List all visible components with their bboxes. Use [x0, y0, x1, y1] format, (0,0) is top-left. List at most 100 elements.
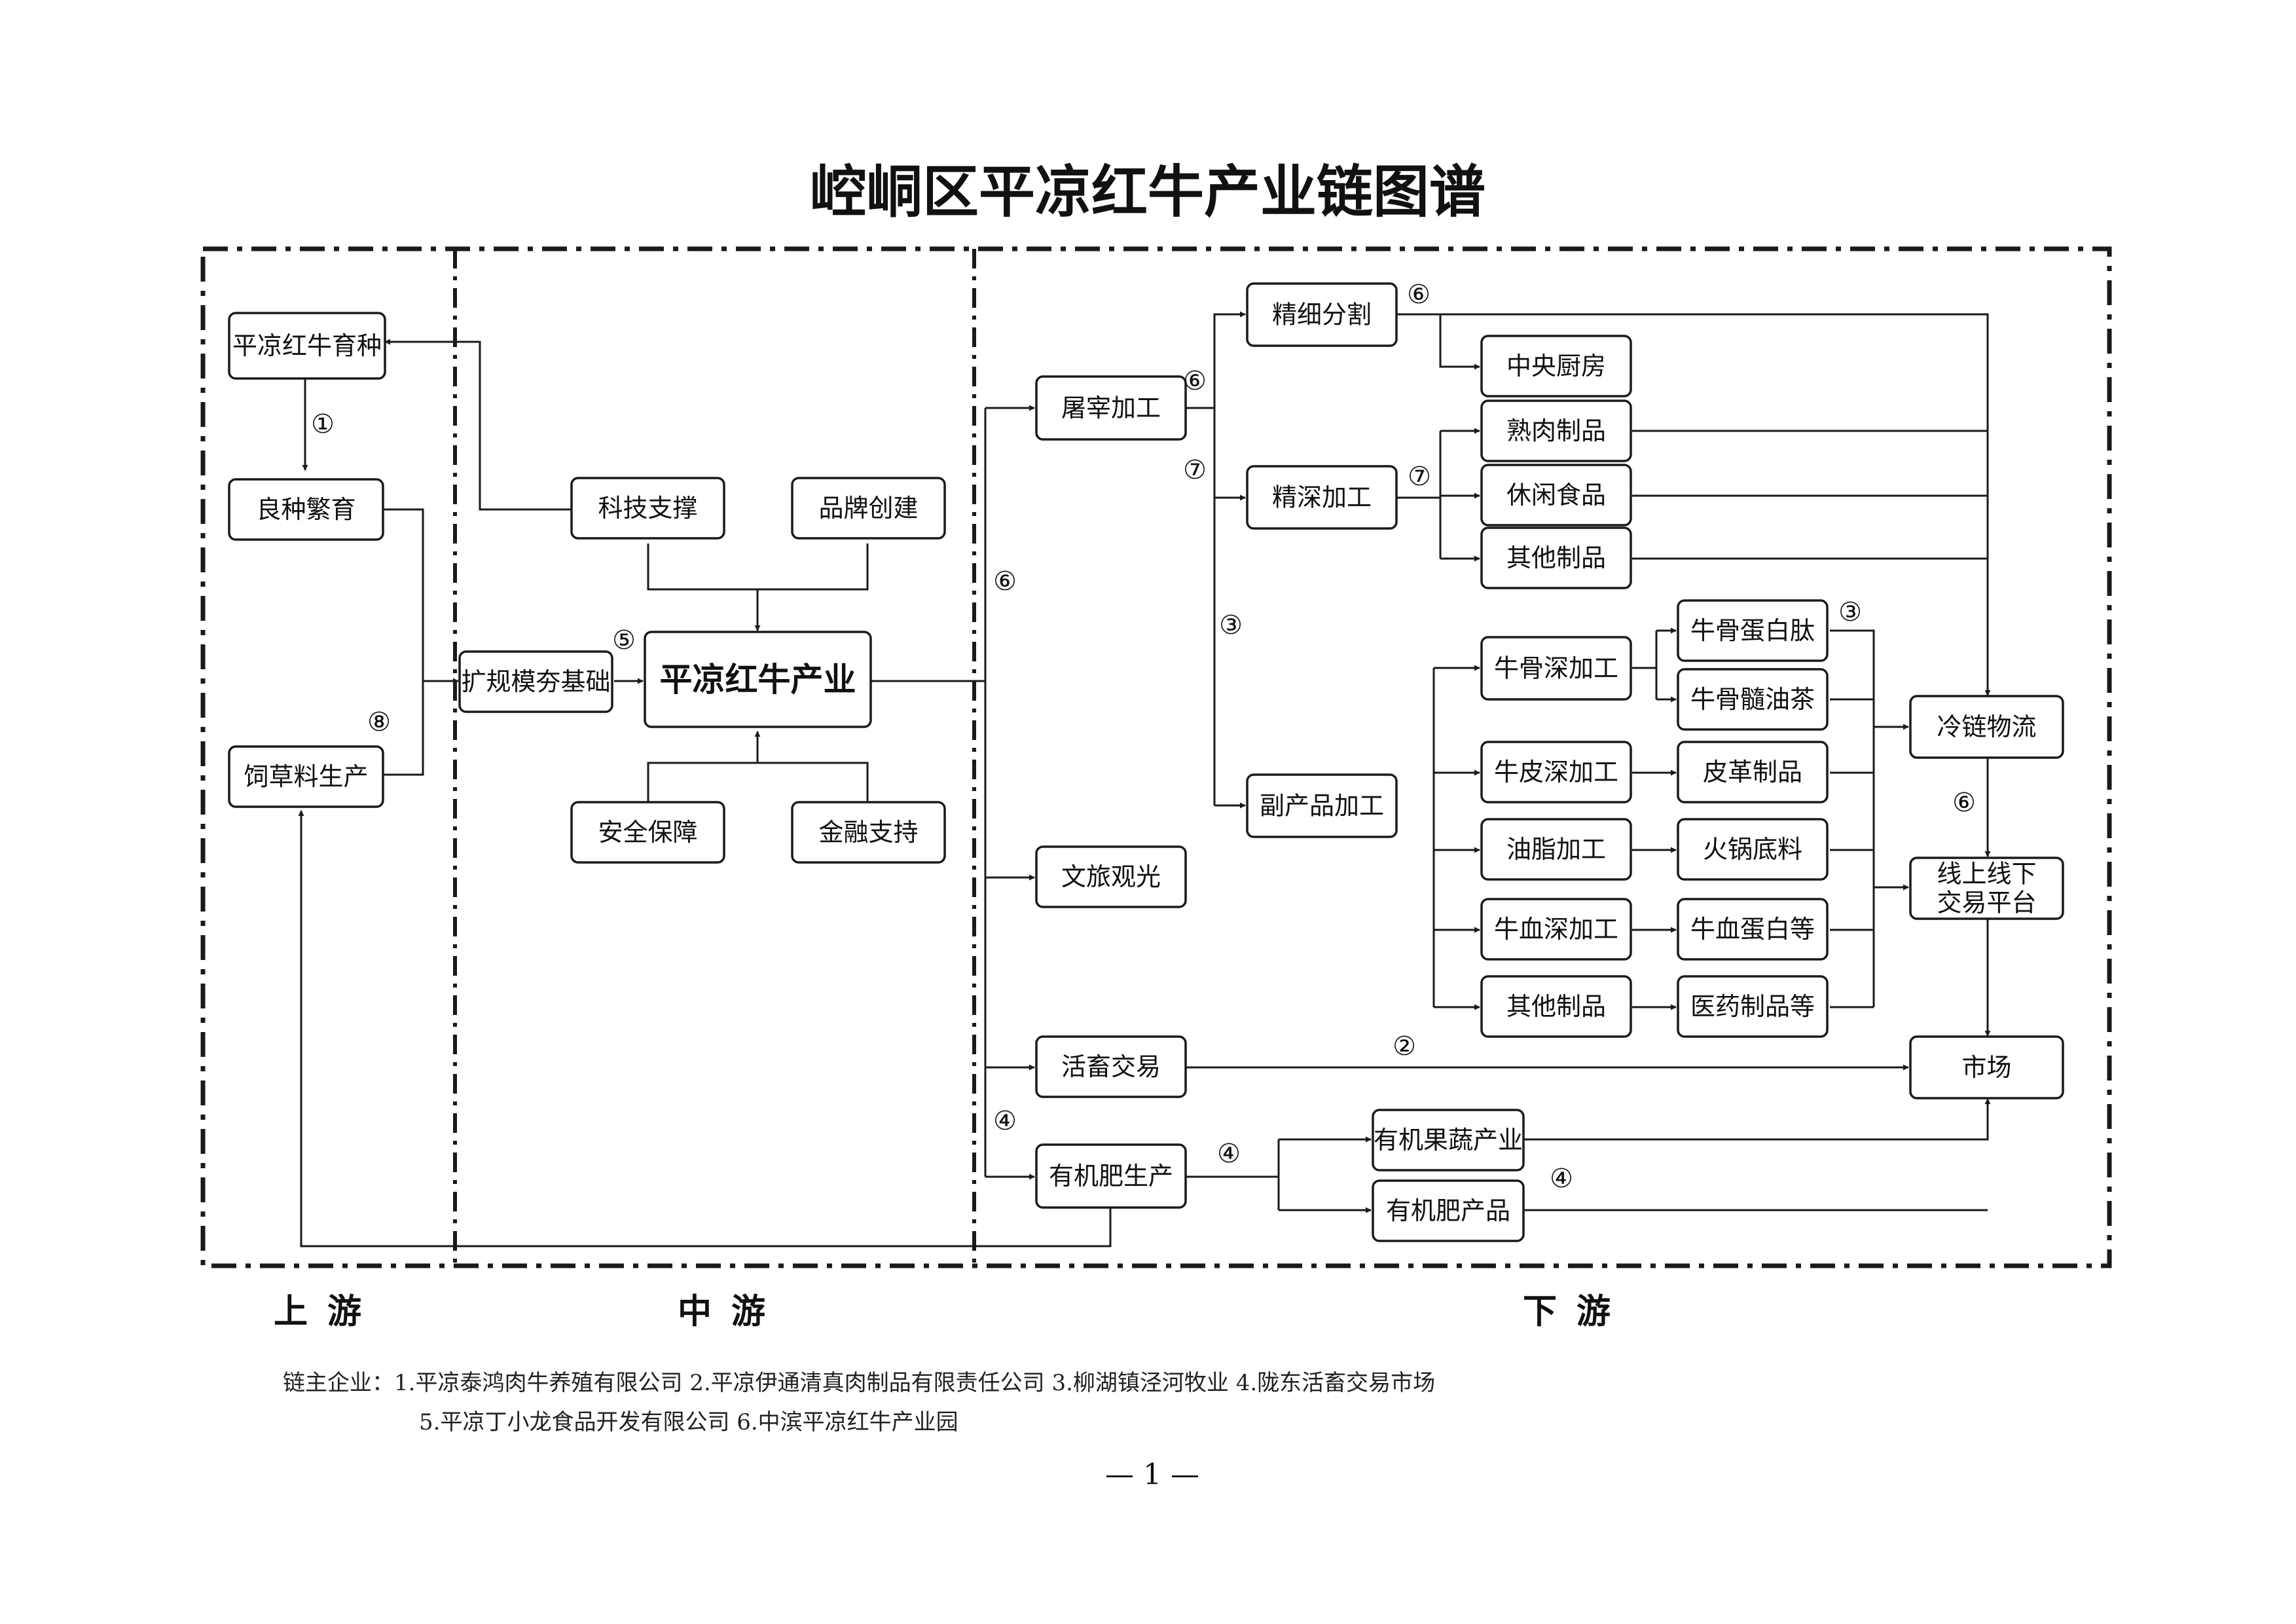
edge-fine-cutting-to-cold-chain [1396, 313, 1991, 696]
chain-frame [200, 246, 2112, 1268]
node-box-medical-products [1677, 975, 1829, 1038]
node-organic-products: 有机肥产品 [1372, 1179, 1525, 1242]
edge-forage-to-expand [383, 681, 424, 776]
node-label-fine-cutting: 精细分割 [1272, 301, 1372, 329]
enterprise-marker: ⑥ [1183, 366, 1207, 396]
node-label-trade-platform: 交易平台 [1937, 889, 2036, 917]
edge-tech-brand-to-core [647, 544, 869, 631]
node-fine-cutting: 精细分割 [1246, 282, 1398, 347]
node-box-market [1909, 1035, 2064, 1099]
edge-fine-breed-to-expand [383, 508, 459, 684]
node-label-finance: 金融支持 [818, 818, 918, 847]
node-label-tech-support: 科技支撑 [598, 494, 697, 523]
edge-fertilizer-to-forage [298, 810, 1112, 1247]
node-label-snack-food: 休闲食品 [1506, 481, 1606, 509]
node-label-blood-protein: 牛血蛋白等 [1690, 915, 1815, 944]
node-box-livestock-trade [1035, 1035, 1187, 1098]
enterprise-marker: ③ [1219, 610, 1243, 640]
node-box-forage [228, 745, 384, 808]
node-hide-deep: 牛皮深加工 [1480, 741, 1632, 803]
node-bone-marrow-tea: 牛骨髓油茶 [1677, 668, 1829, 731]
edge-bone-split [1632, 631, 1658, 699]
node-label-brand: 品牌创建 [818, 494, 918, 523]
node-box-tech-support [570, 477, 725, 540]
node-medical-products: 医药制品等 [1677, 975, 1829, 1038]
footer-line-2: 5.平凉丁小龙食品开发有限公司 6.中滨平凉红牛产业园 [419, 1409, 958, 1435]
node-tech-support: 科技支撑 [570, 477, 725, 540]
edges [298, 311, 1991, 1247]
node-label-cooked-meat: 熟肉制品 [1506, 416, 1606, 445]
node-label-blood-deep: 牛血深加工 [1494, 915, 1618, 944]
node-box-expand-scale [458, 650, 613, 713]
node-core-industry: 平凉红牛产业 [644, 631, 872, 728]
node-box-finance [791, 801, 946, 864]
page-number: — 1 — [1105, 1458, 1199, 1492]
node-label-slaughter: 屠宰加工 [1061, 394, 1161, 422]
node-hotpot-base: 火锅底料 [1677, 818, 1829, 881]
node-label-market: 市场 [1961, 1053, 2011, 1082]
node-label-culture-tourism: 文旅观光 [1061, 862, 1161, 891]
node-box-culture-tourism [1035, 845, 1187, 908]
enterprise-marker: ⑥ [1952, 788, 1976, 818]
node-box-safety [570, 801, 725, 864]
node-cooked-meat: 熟肉制品 [1480, 399, 1632, 462]
node-box-fat-processing [1480, 818, 1632, 881]
edge-veg-to-market [1523, 1098, 1991, 1141]
section-label-upstream: 上游 [274, 1292, 381, 1332]
node-box-byproduct [1246, 773, 1398, 838]
enterprise-marker: ② [1393, 1031, 1416, 1061]
node-box-hide-deep [1480, 741, 1632, 803]
node-label-livestock-trade: 活畜交易 [1061, 1052, 1161, 1081]
node-fat-processing: 油脂加工 [1480, 818, 1632, 881]
node-blood-protein: 牛血蛋白等 [1677, 898, 1829, 961]
node-leather: 皮革制品 [1677, 741, 1829, 803]
node-byproduct: 副产品加工 [1246, 773, 1398, 838]
node-label-breeding: 平凉红牛育种 [232, 331, 382, 360]
node-label-central-kitchen: 中央厨房 [1506, 352, 1606, 380]
edge-products-bus [1830, 629, 1875, 1007]
node-box-snack-food [1480, 464, 1632, 526]
footer-line-1: 链主企业：1.平凉泰鸿肉牛养殖有限公司 2.平凉伊通清真肉制品有限责任公司 3.… [283, 1370, 1435, 1396]
node-market: 市场 [1909, 1035, 2064, 1099]
section-label-midstream: 中游 [678, 1292, 785, 1332]
node-slaughter: 屠宰加工 [1035, 375, 1187, 441]
node-box-blood-protein [1677, 898, 1829, 961]
nodes: 平凉红牛育种良种繁育饲草料生产科技支撑品牌创建扩规模夯基础平凉红牛产业安全保障金… [228, 282, 2064, 1242]
node-label-bone-deep: 牛骨深加工 [1494, 654, 1618, 683]
node-organic-veg: 有机果蔬产业 [1372, 1109, 1525, 1172]
node-blood-deep: 牛血深加工 [1480, 898, 1632, 961]
node-label-hotpot-base: 火锅底料 [1703, 835, 1802, 864]
node-fine-breed: 良种繁育 [228, 478, 384, 541]
node-culture-tourism: 文旅观光 [1035, 845, 1187, 908]
node-box-fine-cutting [1246, 282, 1398, 347]
node-box-central-kitchen [1480, 335, 1632, 397]
node-box-deep-processing [1246, 465, 1398, 530]
node-label-forage: 饲草料生产 [244, 762, 368, 791]
enterprise-marker: ⑦ [1408, 462, 1431, 492]
node-label-fat-processing: 油脂加工 [1506, 835, 1606, 864]
edge-safety-finance-to-core [647, 731, 869, 805]
node-breeding: 平凉红牛育种 [228, 312, 386, 380]
node-box-bone-marrow-tea [1677, 668, 1829, 731]
node-box-blood-deep [1480, 898, 1632, 961]
node-label-trade-platform: 线上线下 [1937, 860, 2036, 889]
node-box-leather [1677, 741, 1829, 803]
node-label-bone-peptide: 牛骨蛋白肽 [1690, 616, 1815, 645]
node-label-cold-chain: 冷链物流 [1937, 712, 2036, 741]
node-label-organic-fertilizer: 有机肥生产 [1049, 1162, 1173, 1190]
node-central-kitchen: 中央厨房 [1480, 335, 1632, 397]
node-other-products-2: 其他制品 [1480, 975, 1632, 1038]
node-label-medical-products: 医药制品等 [1690, 992, 1815, 1021]
node-label-organic-products: 有机肥产品 [1386, 1196, 1510, 1225]
node-finance: 金融支持 [791, 801, 946, 864]
edge-tech-to-breeding [384, 339, 572, 511]
node-box-core-industry [644, 631, 872, 728]
node-box-trade-platform [1909, 857, 2064, 920]
page-title: 崆峒区平凉红牛产业链图谱 [810, 159, 1485, 225]
enterprise-marker: ⑥ [1407, 280, 1430, 310]
node-box-organic-products [1372, 1179, 1525, 1242]
node-label-bone-marrow-tea: 牛骨髓油茶 [1690, 685, 1815, 714]
enterprise-marker: ① [311, 409, 335, 439]
